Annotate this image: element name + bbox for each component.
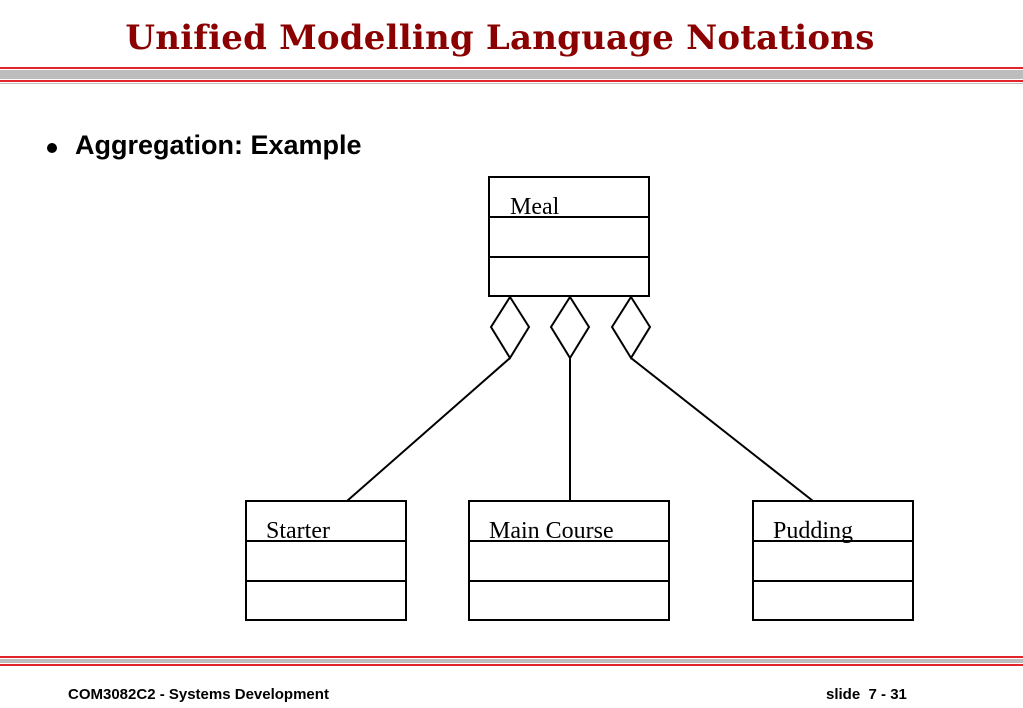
aggregation-diamond-pudding <box>610 295 652 360</box>
class-name-pudding: Pudding <box>773 518 853 544</box>
class-box-meal <box>488 176 650 297</box>
class-box-main-course <box>468 500 670 621</box>
aggregation-diamond-main-course <box>549 295 591 360</box>
aggregation-line-starter <box>346 357 511 502</box>
class-name-main-course: Main Course <box>489 518 614 544</box>
class-box-starter <box>245 500 407 621</box>
footer-rule <box>0 656 1023 668</box>
footer-course: COM3082C2 - Systems Development <box>68 686 329 703</box>
slide-title: Unified Modelling Language Notations <box>125 18 875 58</box>
bullet-icon <box>47 143 57 153</box>
aggregation-line-pudding <box>630 357 814 502</box>
bullet-text: Aggregation: Example <box>75 130 362 160</box>
class-name-meal: Meal <box>510 194 560 220</box>
class-name-starter: Starter <box>266 518 330 544</box>
aggregation-diamond-starter <box>489 295 531 360</box>
class-box-pudding <box>752 500 914 621</box>
footer-slide-number: slide 7 - 31 <box>826 686 907 703</box>
header-rule <box>0 67 1023 85</box>
